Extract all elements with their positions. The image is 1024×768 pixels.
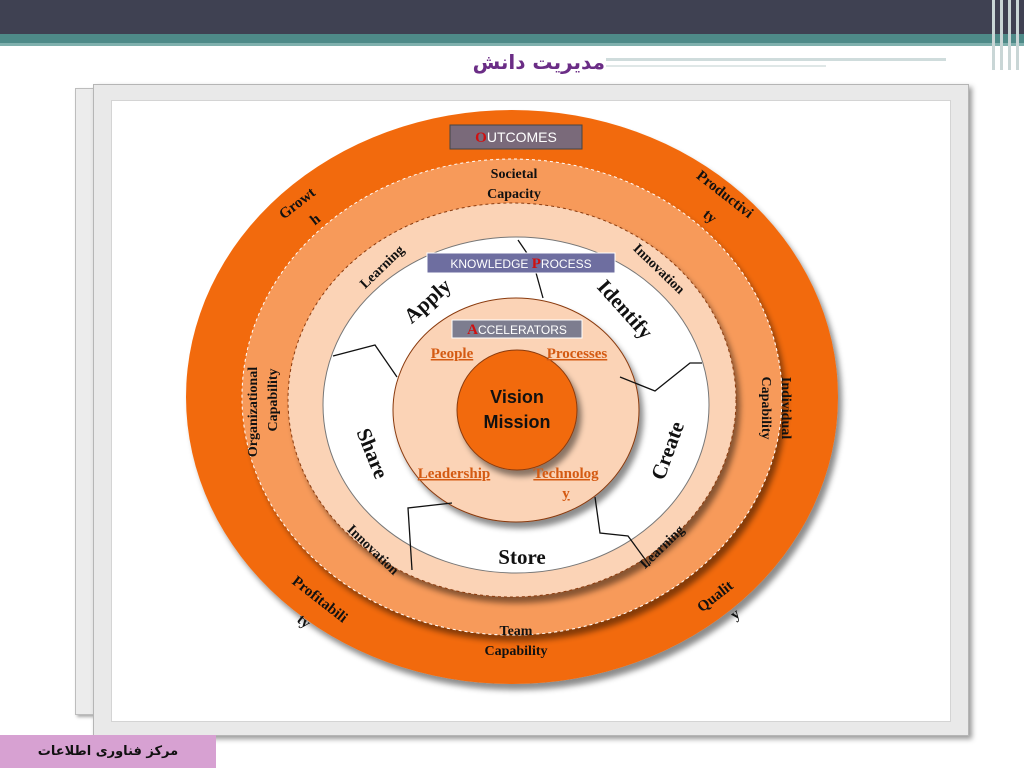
vision-mission-core <box>456 349 578 471</box>
top-accent-stripe <box>0 34 1024 43</box>
process-dividers <box>332 239 702 571</box>
capability-individual-line1: Individual <box>778 377 793 439</box>
capability-team-line1: Team <box>500 624 533 639</box>
outcome-quality-line2: y <box>728 606 744 624</box>
capability-societal-line1: Societal <box>491 167 538 182</box>
accelerator-processes: Processes <box>547 346 608 362</box>
title-underline-secondary <box>606 65 826 67</box>
outcomes-tag <box>449 124 583 150</box>
accelerators-tag-label: ACCELERATORS <box>467 322 567 338</box>
slide-title: مدیریت دانش <box>472 50 605 74</box>
accelerator-people: People <box>431 346 474 362</box>
top-accent-stripe-light <box>0 43 1024 46</box>
core-vision: Vision <box>490 387 544 407</box>
capability-team-line2: Capability <box>484 644 547 659</box>
capability-organizational-line1: Organizational <box>246 367 261 457</box>
outcomes-tag-label: OUTCOMES <box>475 129 557 146</box>
title-underline <box>606 58 946 61</box>
accelerator-leadership: Leadership <box>418 466 491 482</box>
corner-decoration <box>988 0 1024 70</box>
process-tag <box>426 252 616 274</box>
accelerators-tag <box>451 319 583 339</box>
capability-organizational-line2: Capability <box>266 368 281 431</box>
core-mission: Mission <box>483 412 550 432</box>
footer-label: مرکز فناوری اطلاعات <box>0 735 216 768</box>
process-tag-label: KNOWLEDGE PROCESS <box>450 256 591 272</box>
process-step-store: Store <box>498 545 545 569</box>
capability-societal-line2: Capacity <box>487 187 541 202</box>
capability-individual-line2: Capability <box>758 376 773 439</box>
accelerator-technology-line1: Technolog <box>533 466 599 482</box>
accelerator-technology-line2: y <box>562 486 570 502</box>
top-title-bar <box>0 0 1024 34</box>
